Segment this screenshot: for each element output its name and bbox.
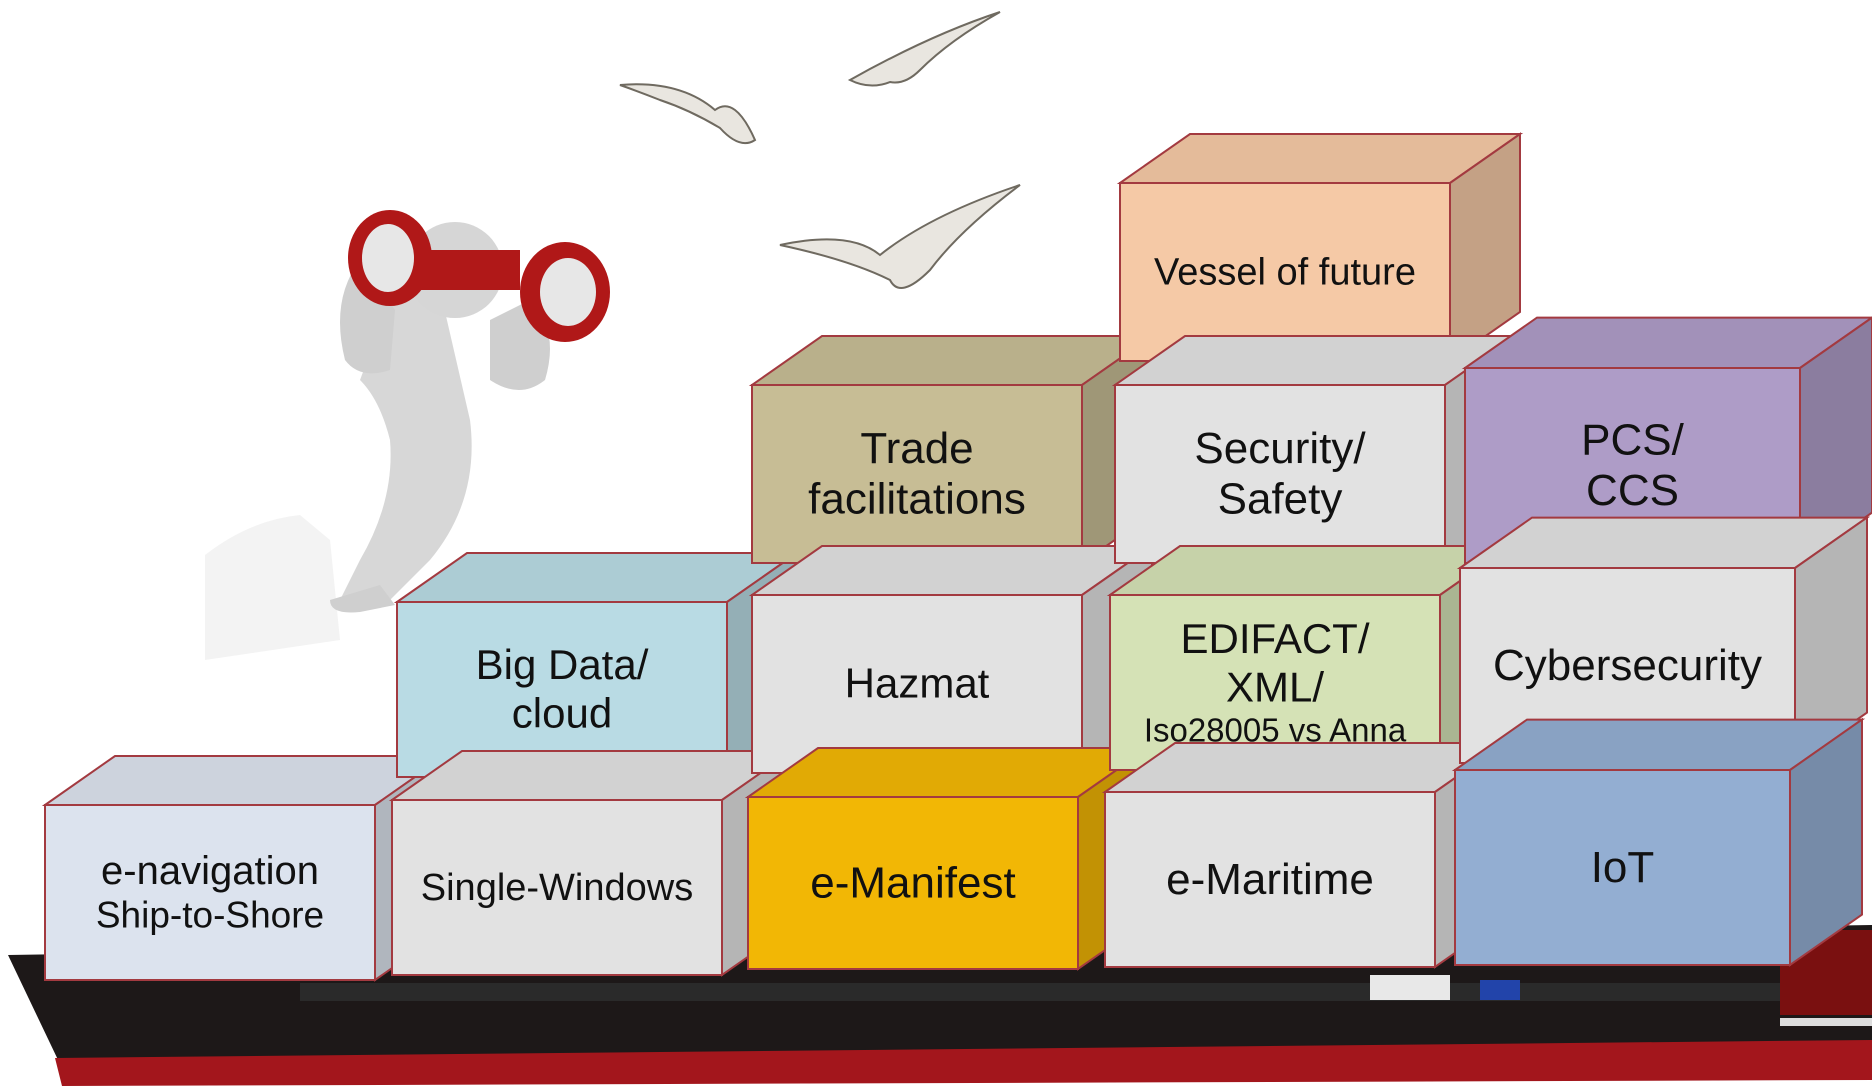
box-label: e-Manifest (810, 858, 1015, 907)
box-label: Cybersecurity (1493, 641, 1762, 690)
seagull-icon (619, 11, 1021, 289)
box-front-face (751, 594, 1083, 774)
box-label: Security/ (1194, 424, 1366, 473)
box-label: Vessel of future (1154, 251, 1416, 293)
box-label: e-Maritime (1166, 855, 1374, 904)
box-e-maritime: e-Maritime (1101, 741, 1509, 969)
box-label: Ship-to-Shore (96, 895, 324, 936)
box-vessel-of-future: Vessel of future (1116, 132, 1524, 363)
box-label: Single-Windows (421, 867, 693, 909)
box-front-face (44, 804, 376, 981)
box-front-face (1109, 594, 1441, 771)
box-front-face (396, 601, 728, 778)
box-front-face (751, 384, 1083, 564)
box-label: facilitations (808, 475, 1026, 524)
box-big-data: Big Data/cloud (393, 551, 801, 779)
box-single-windows: Single-Windows (388, 749, 796, 977)
box-label: EDIFACT/ (1180, 615, 1369, 662)
box-label: CCS (1586, 466, 1679, 515)
box-label: XML/ (1226, 663, 1324, 710)
box-label: e-navigation (101, 849, 319, 893)
box-label: IoT (1591, 843, 1655, 892)
box-front-face (747, 796, 1079, 970)
box-label: cloud (512, 689, 612, 736)
box-e-manifest: e-Manifest (744, 746, 1152, 971)
box-front-face (1104, 791, 1436, 968)
box-label: Trade (860, 424, 973, 473)
box-front-face (1119, 182, 1451, 362)
box-label: Hazmat (845, 660, 990, 707)
box-edifact: EDIFACT/XML/Iso28005 vs Anna (1106, 544, 1514, 772)
box-iot: IoT (1451, 717, 1866, 967)
box-front-face (391, 799, 723, 976)
person-with-binoculars-icon (205, 210, 610, 660)
box-hazmat: Hazmat (748, 544, 1156, 775)
box-front-face (1454, 769, 1791, 966)
box-label: Safety (1218, 475, 1343, 524)
box-label: Big Data/ (476, 641, 649, 688)
box-label: PCS/ (1581, 416, 1684, 465)
box-security-safety: Security/Safety (1111, 334, 1519, 565)
